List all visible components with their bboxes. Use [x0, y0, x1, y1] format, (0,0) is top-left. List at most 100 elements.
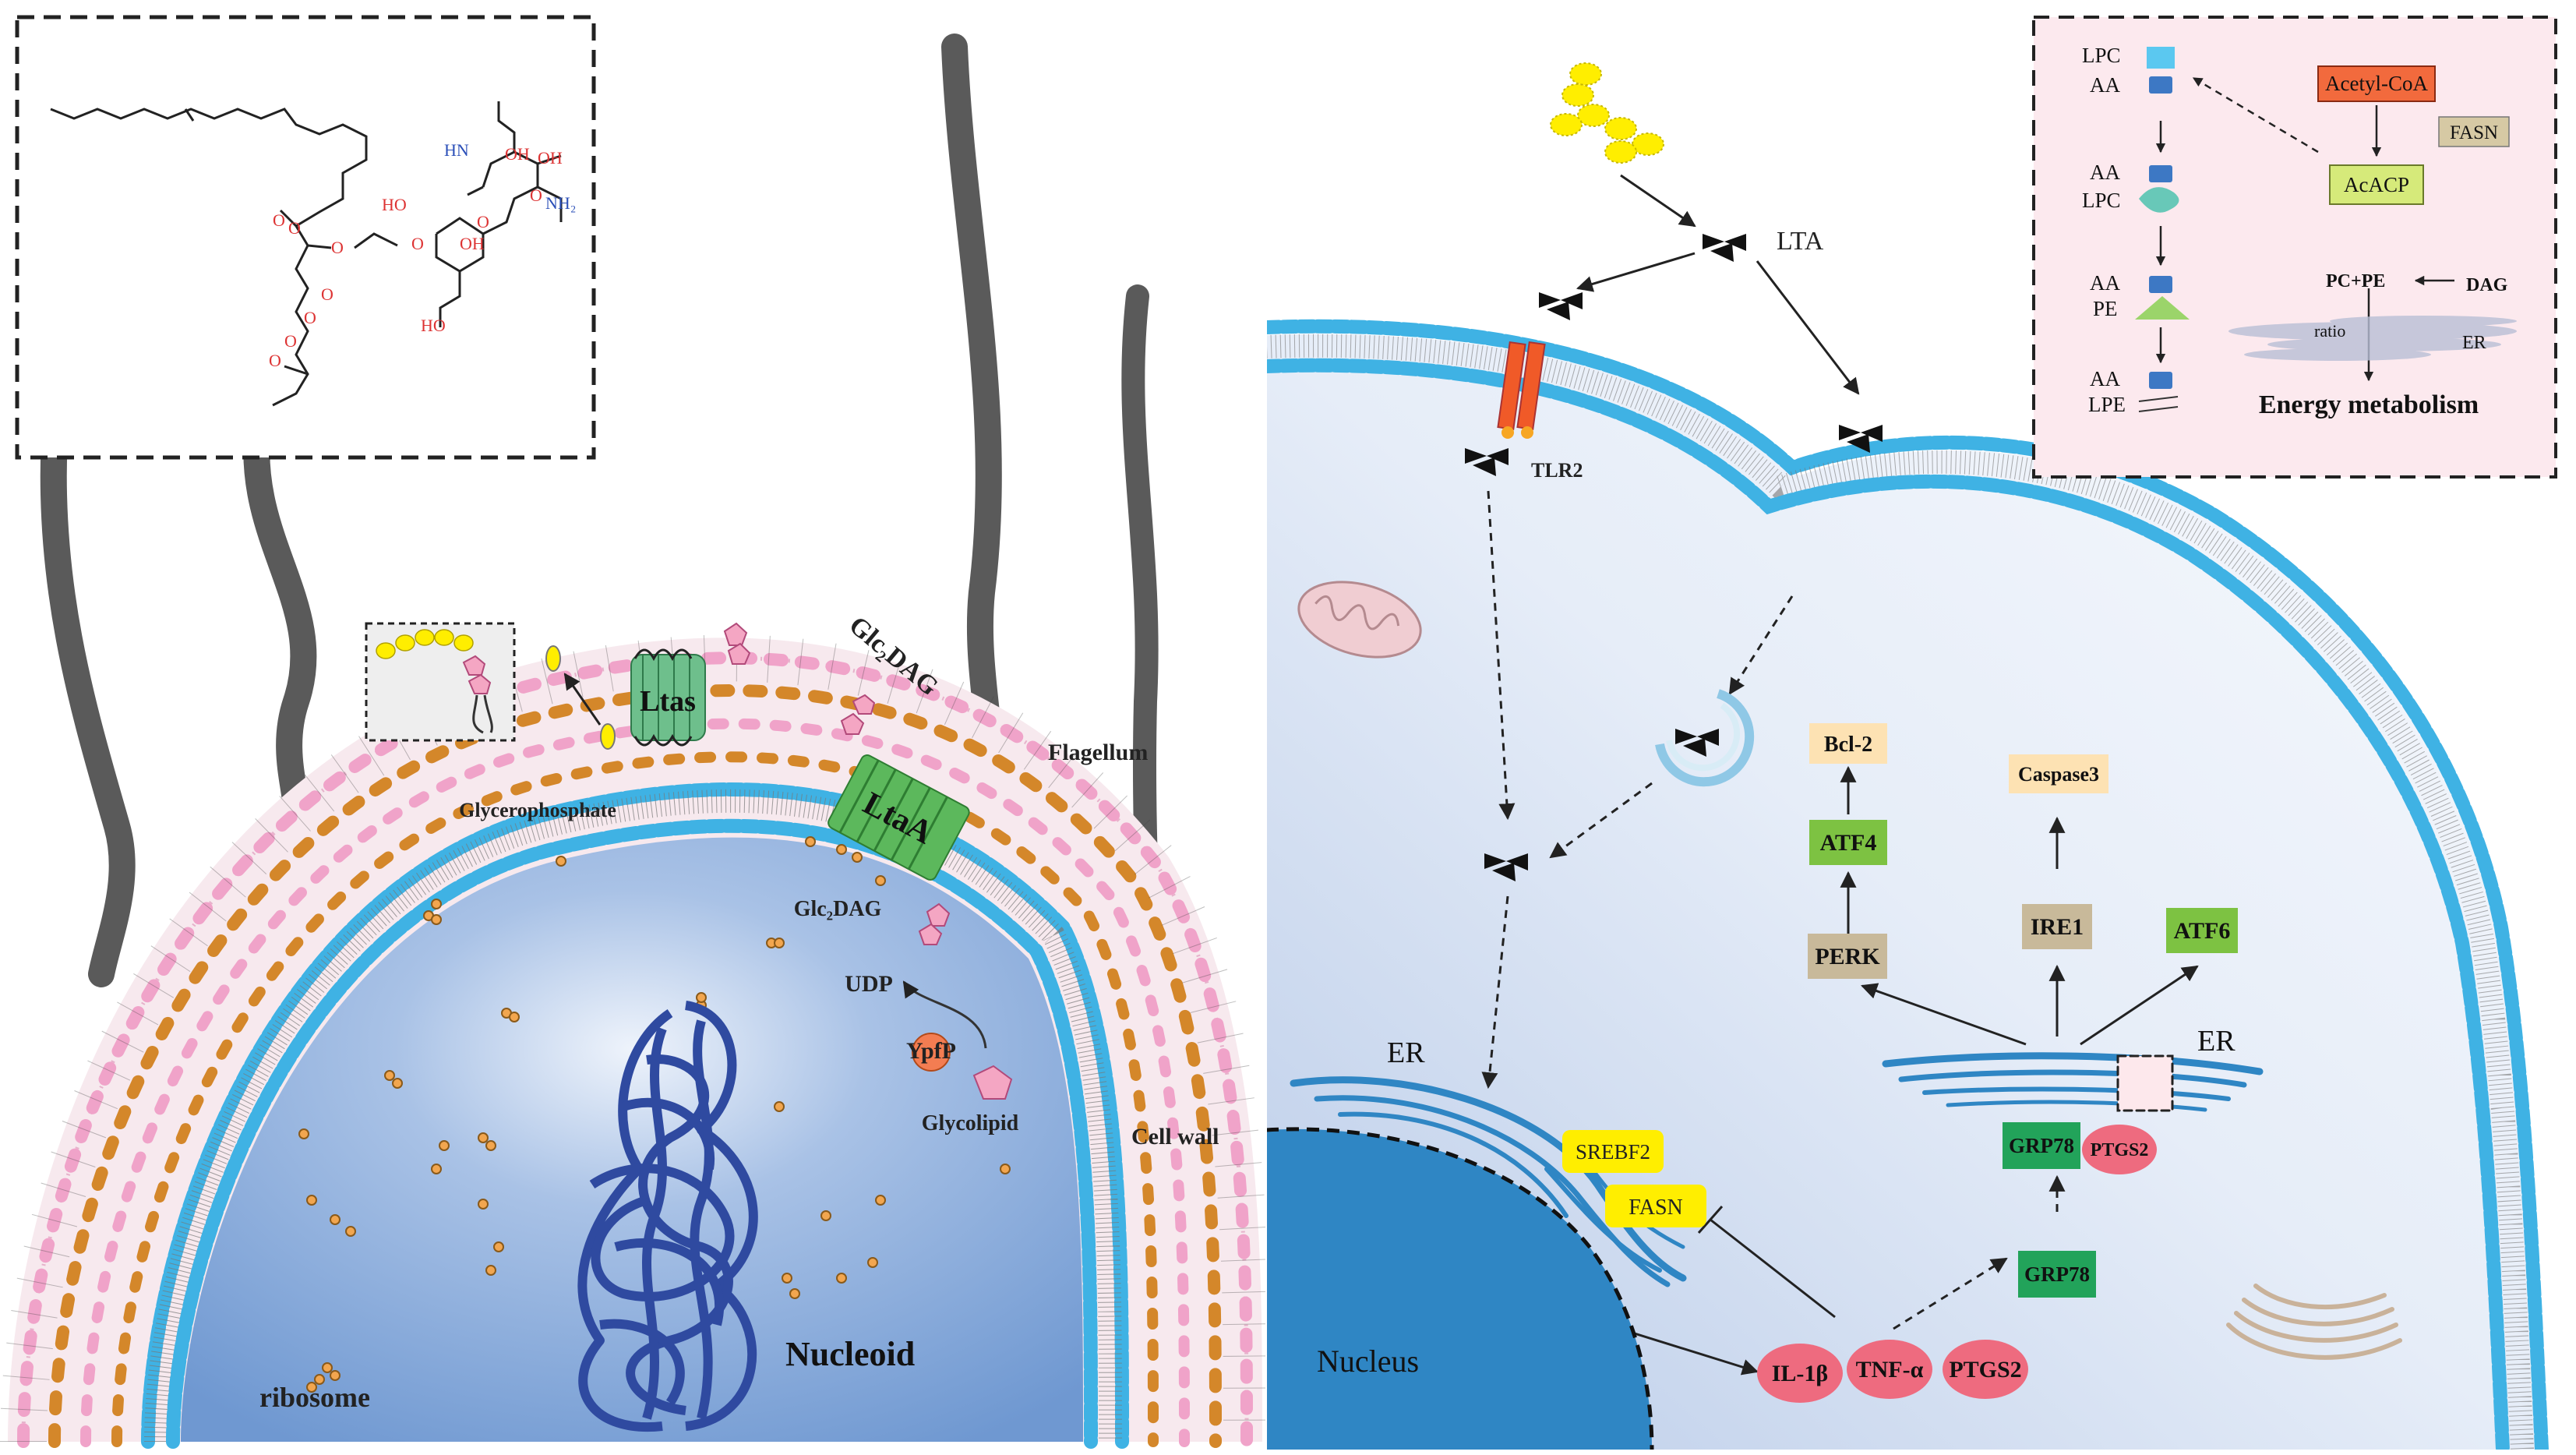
grp78-top: GRP78 [2003, 1122, 2080, 1169]
inset-lpe: LPE [2088, 393, 2126, 416]
cytoplasm [181, 837, 1083, 1442]
ptgs2-small-label: PTGS2 [2091, 1140, 2149, 1160]
nucleoid-label: Nucleoid [785, 1335, 915, 1373]
inset-aa2: AA [2090, 161, 2120, 184]
struct-oh5: OH [538, 148, 563, 168]
glycerophosphate-group: Glycerophosphate [459, 645, 616, 821]
perk-box: PERK [1808, 934, 1887, 979]
inset-acacp: AcACP [2344, 173, 2409, 196]
struct-nh: HN [444, 140, 469, 160]
ypfp-enzyme [912, 1033, 951, 1072]
struct-o-link1: O [411, 234, 424, 253]
right-panel: LTA TLR2 [1266, 16, 2564, 1450]
srebf2-box: SREBF2 [1562, 1130, 1664, 1173]
inset-lpc2: LPC [2082, 189, 2121, 212]
perk-label: PERK [1815, 944, 1880, 969]
srebf2-label: SREBF2 [1576, 1140, 1650, 1164]
ribosomes [298, 836, 1011, 1393]
caspase3-box: Caspase3 [2009, 754, 2108, 793]
inset-er: ER [2462, 333, 2486, 353]
glycerophosphate-label: Glycerophosphate [459, 799, 616, 821]
grp78-bottom-label: GRP78 [2024, 1263, 2090, 1286]
struct-o-ester2: O [269, 351, 281, 370]
ltaa-protein: LtaA [827, 754, 970, 881]
lta-label: LTA [1777, 227, 1824, 256]
bacteria-cluster [1550, 62, 1664, 164]
left-panel: Ltas LtaA [0, 15, 1270, 1449]
ltas-protein: Ltas [630, 648, 706, 747]
er-right: ER [1882, 1025, 2264, 1112]
struct-o-link2: O [331, 238, 344, 257]
caspase3-label: Caspase3 [2018, 763, 2099, 786]
ribosome-label: ribosome [259, 1382, 370, 1413]
ire1-label: IRE1 [2031, 914, 2084, 940]
struct-o-carbonyl: O [284, 331, 297, 351]
ptgs2-label: PTGS2 [1949, 1357, 2021, 1383]
inset-dag: DAG [2466, 275, 2508, 295]
bcl2-box: Bcl-2 [1809, 723, 1887, 764]
struct-oh2: HO [382, 195, 407, 214]
ptgs2-oval: PTGS2 [1943, 1340, 2028, 1399]
inset-pe: PE [2093, 297, 2118, 320]
ire1-box: IRE1 [2022, 904, 2092, 949]
struct-o-ester1: O [304, 308, 316, 327]
glc2dag-mid-label: Glc₂DAG [794, 897, 882, 921]
struct-o-ring2: O [530, 185, 542, 205]
tnfa-oval: TNF-α [1847, 1340, 1932, 1399]
inset-aa4: AA [2090, 367, 2120, 390]
udp-label: UDP [845, 971, 893, 997]
nucleus-label: Nucleus [1317, 1344, 1419, 1379]
il1b-label: IL-1β [1772, 1361, 1828, 1386]
inset-lpc1: LPC [2082, 44, 2121, 67]
fasn-label: FASN [1629, 1195, 1683, 1220]
struct-o-co1: O [273, 210, 285, 230]
inset-pc-pe: PC+PE [2326, 271, 2385, 291]
atf4-label: ATF4 [1820, 830, 1877, 856]
inset-energy-metabolism: Energy metabolism [2259, 390, 2479, 419]
il1b-oval: IL-1β [1757, 1344, 1843, 1403]
ltas-label: Ltas [640, 685, 696, 718]
atf6-box: ATF6 [2166, 908, 2238, 953]
inset-fasn: FASN [2450, 122, 2498, 143]
atf6-label: ATF6 [2174, 918, 2231, 944]
tlr2-receptor: TLR2 [1497, 341, 1583, 482]
nucleus: Nucleus [1266, 1127, 1654, 1450]
tlr2-label: TLR2 [1531, 459, 1583, 482]
flagellum-2 [243, 423, 317, 824]
nucleoid [577, 1001, 758, 1432]
er-left-label: ER [1387, 1037, 1425, 1069]
struct-o-link3: O [288, 218, 301, 238]
struct-o-co2: O [321, 284, 333, 304]
glc2dag-mid-group: Glc₂DAG UDP YpfP Glycolipid [794, 897, 1019, 1135]
mitochondrion [1297, 581, 1422, 659]
flagellum-1 [40, 423, 136, 987]
host-membrane [1266, 319, 2549, 1450]
ptgs2-small: PTGS2 [2082, 1125, 2157, 1174]
golgi-apparatus [2226, 1284, 2402, 1360]
lta-zoom-box [365, 622, 516, 742]
fasn-box: FASN [1605, 1185, 1706, 1227]
flagellum-label: Flagellum [1048, 740, 1148, 765]
lipid-metabolism-inset: LPC AA AA LPC AA PE AA LPE [2032, 16, 2557, 479]
er-right-label: ER [2197, 1025, 2235, 1058]
inset-aa1: AA [2090, 73, 2120, 97]
chemical-structure-box: O O O O O O O O O O OH HO OH HO OH HN NH… [15, 15, 596, 460]
grp78-top-label: GRP78 [2009, 1134, 2074, 1157]
struct-nh2: NH₂ [545, 193, 576, 213]
pathway-arrows [1472, 174, 2199, 1376]
tnfa-label: TNF-α [1856, 1357, 1924, 1383]
endosome [1655, 689, 1755, 787]
bcl2-label: Bcl-2 [1824, 733, 1872, 757]
inset-ratio: ratio [2314, 321, 2345, 341]
inset-acetyl-coa: Acetyl-CoA [2325, 72, 2428, 95]
cell-wall-label: Cell wall [1131, 1124, 1219, 1150]
cell-membrane [141, 782, 1129, 1449]
ypfp-label: YpfP [906, 1038, 956, 1064]
struct-oh1: OH [505, 144, 530, 164]
grp78-bottom: GRP78 [2018, 1251, 2096, 1298]
struct-o-ring1: O [477, 212, 489, 231]
atf4-box: ATF4 [1809, 820, 1887, 865]
flagellum-3 [941, 34, 1004, 808]
struct-oh3: OH [460, 234, 485, 253]
